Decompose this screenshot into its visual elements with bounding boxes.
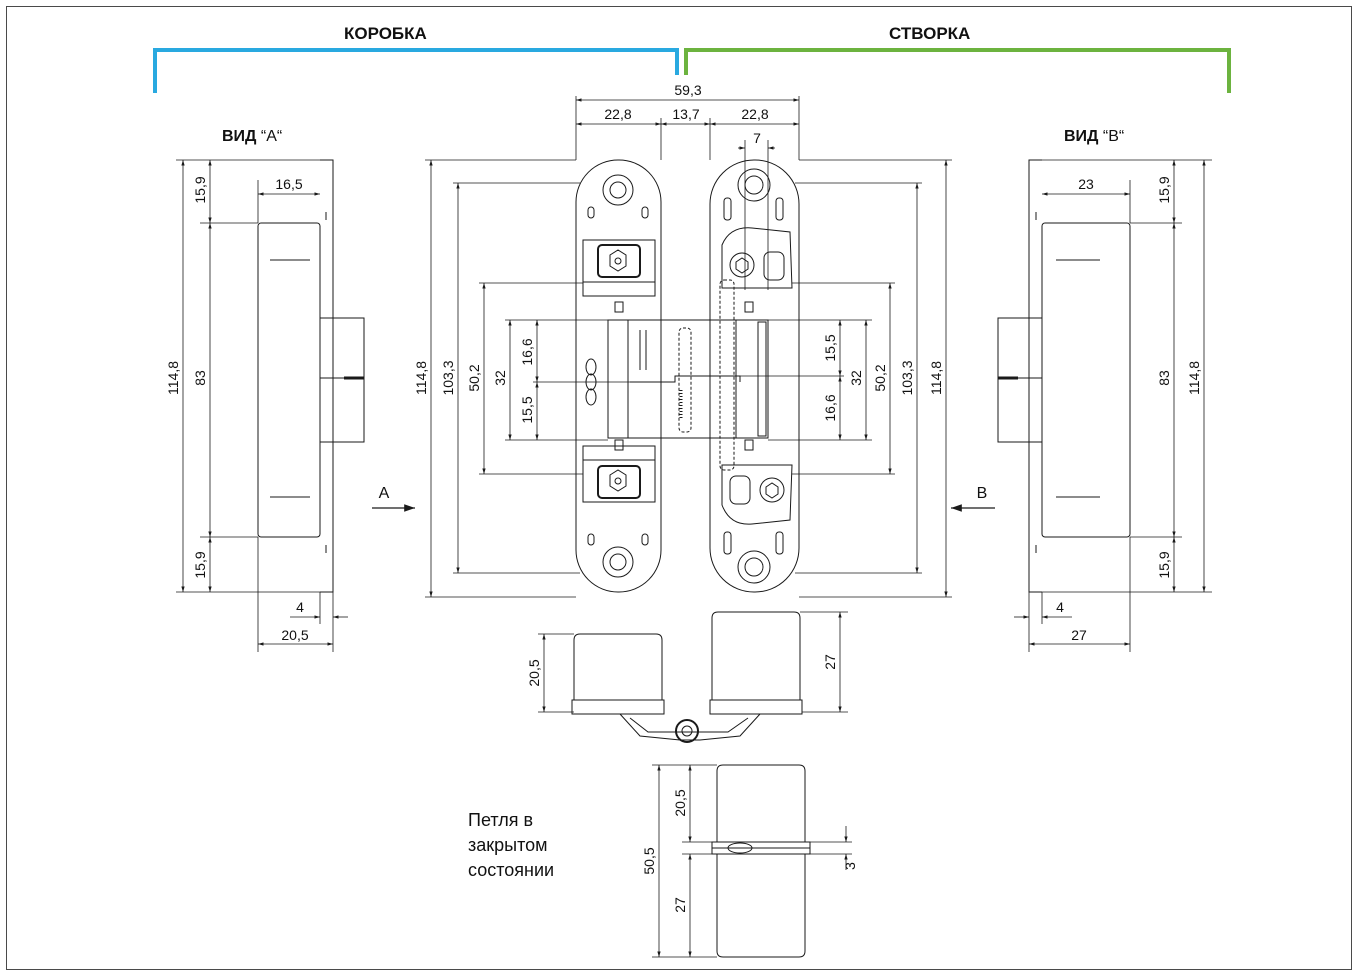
view-a-word: ВИД [222,128,257,145]
view-a-dimensions [176,159,348,652]
dim-left-outer: 114,8 [413,361,429,395]
dim-total-width: 59,3 [674,82,701,98]
dim-a-small: 4 [296,599,304,615]
view-a-profile [257,159,365,593]
dim-b-small: 4 [1056,599,1064,615]
dim-right-body: 50,2 [872,364,888,391]
drawing-frame [6,6,1352,970]
left-hinge-plate [575,159,662,593]
dim-closed-upper: 20,5 [672,789,688,816]
note-line-3: состоянии [468,860,555,880]
dim-middle: 13,7 [672,106,699,122]
view-b-dimensions [1014,159,1212,652]
open-hinge-top-view [571,611,803,743]
dim-b-top: 15,9 [1156,176,1172,203]
dim-closed-gap: 3 [842,862,858,870]
dim-right-core: 32 [848,370,864,386]
view-b-title: ВИД “B“ [1064,128,1124,146]
front-dimensions [425,96,952,598]
view-b-profile [997,159,1131,593]
dim-a-middle: 83 [192,370,208,386]
dim-a-bottom: 15,9 [192,551,208,578]
dim-left-upper: 16,6 [519,338,535,365]
arrow-b-label: B [977,485,988,502]
dim-open-left: 20,5 [526,659,542,686]
leaf-header: СТВОРКА [889,24,971,43]
dim-left-body: 50,2 [466,364,482,391]
dim-a-top: 15,9 [192,176,208,203]
dim-b-bottom: 15,9 [1156,551,1172,578]
dim-right-lower: 16,6 [822,394,838,421]
dim-b-width-top: 23 [1078,176,1094,192]
view-b-letter: “B“ [1102,128,1125,145]
dim-b-middle: 83 [1156,370,1172,386]
dimension-labels: 59,3 22,8 13,7 22,8 7 114,8 103,3 50,2 3… [165,82,1202,913]
note-line-1: Петля в [468,810,534,830]
closed-state-note: Петля в закрытом состоянии [468,808,554,883]
leaf-bracket [684,48,1231,93]
dim-open-right: 27 [822,654,838,670]
view-a-letter: “A“ [260,128,283,145]
dim-closed-total: 50,5 [641,847,657,874]
dim-right-outer: 114,8 [928,361,944,395]
dim-closed-lower: 27 [672,897,688,913]
dim-left-lower: 15,5 [519,396,535,423]
dim-left-inner: 103,3 [440,360,456,395]
frame-bracket [153,48,679,93]
view-b-word: ВИД [1064,128,1099,145]
hinge-mechanism [607,319,769,439]
open-hinge-dimensions [538,611,848,713]
dim-right-plate: 22,8 [741,106,768,122]
dim-slot: 7 [753,130,761,146]
view-a-title: ВИД “A“ [222,128,282,146]
frame-header: КОРОБКА [344,24,427,43]
closed-hinge-dimensions [652,764,852,958]
dim-left-plate: 22,8 [604,106,631,122]
dim-right-inner: 103,3 [899,360,915,395]
dim-a-width-top: 16,5 [275,176,302,192]
dim-b-depth: 27 [1071,627,1087,643]
arrow-a-label: A [379,485,390,502]
note-line-2: закрытом [468,835,548,855]
dim-left-core: 32 [492,370,508,386]
dim-a-depth: 20,5 [281,627,308,643]
dim-a-total: 114,8 [165,361,181,395]
dim-b-total: 114,8 [1186,361,1202,395]
dim-right-upper: 15,5 [822,334,838,361]
closed-hinge-view [711,764,811,958]
